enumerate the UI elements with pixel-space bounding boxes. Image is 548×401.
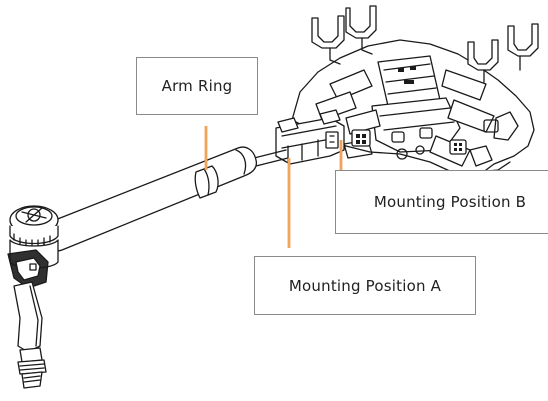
mounting-position-a-label: Mounting Position A xyxy=(254,256,476,315)
arm-ring-label: Arm Ring xyxy=(136,57,258,115)
drone-frame xyxy=(291,5,539,179)
motor-assembly xyxy=(7,205,59,389)
arm-mount xyxy=(275,109,345,165)
arm-tube xyxy=(40,146,289,252)
mounting-position-b-label: Mounting Position B xyxy=(335,170,548,234)
